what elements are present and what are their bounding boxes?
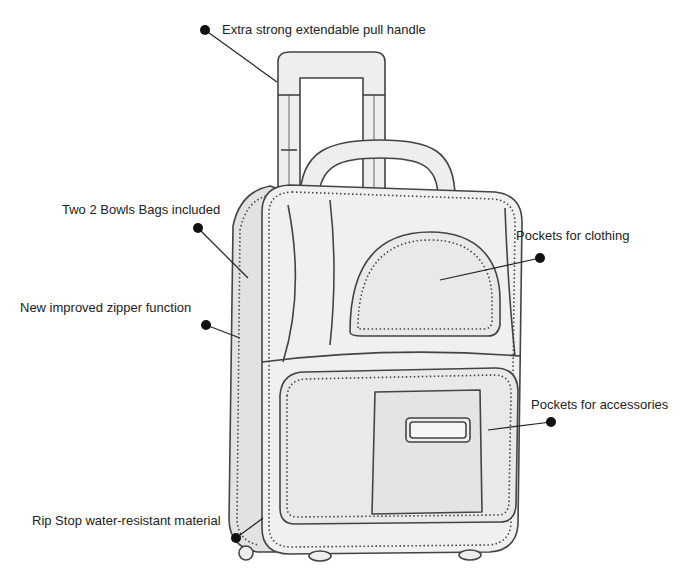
foot [309,551,331,561]
leader-line [440,258,540,280]
accessories-pocket [280,368,518,524]
leader-dot [193,223,203,233]
leader-line [205,30,277,82]
leader-dot [201,320,211,330]
callout-label: Pockets for clothing [516,228,629,244]
leader-line [488,422,551,430]
seam [505,208,515,356]
callout-label: Pockets for accessories [531,397,668,413]
callout-label: New improved zipper function [20,300,191,316]
center-panel [372,390,482,514]
leader-dot [535,253,545,263]
seam [330,200,334,345]
leader-dot [231,533,241,543]
accessories-pocket-zipper [287,375,511,517]
leader-line [206,325,240,338]
callout-label: Rip Stop water-resistant material [32,513,221,529]
seam [283,205,295,362]
bag-drawing [229,52,522,561]
leader-line [236,518,263,538]
leader-dot [200,25,210,35]
foot [459,550,481,560]
seam [262,352,520,362]
logo-plate [406,418,470,442]
pull-handle [278,52,385,205]
leader-dots [193,25,556,543]
callout-label: Two 2 Bowls Bags included [62,202,220,218]
leader-lines [198,30,551,538]
leader-dot [546,417,556,427]
wheel [239,546,253,560]
callout-label: Extra strong extendable pull handle [222,22,426,38]
leader-line [198,228,248,278]
clothing-pocket [350,232,500,336]
clothing-pocket-zipper [358,240,492,329]
front-body [262,185,522,554]
logo-plate-inner [410,422,466,438]
